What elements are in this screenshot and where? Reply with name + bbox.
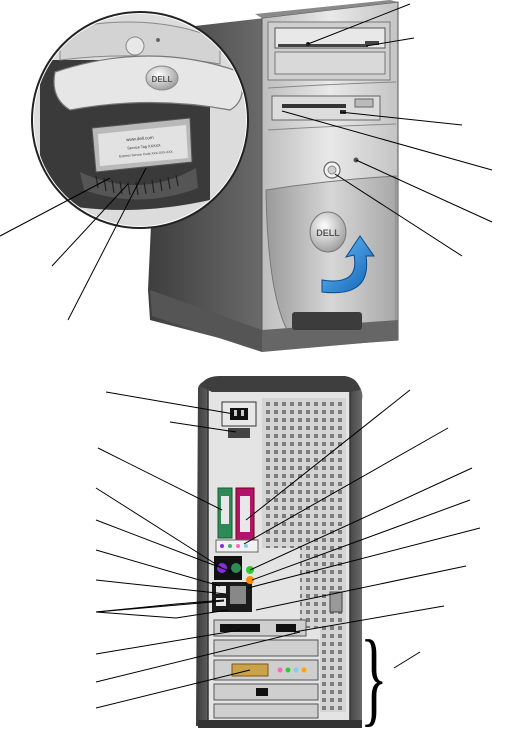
callout-network	[247, 527, 481, 589]
expansion-slot-5	[213, 703, 319, 719]
service-tag-line3: Express Service Code XXX-XXX-XXX	[119, 150, 174, 159]
service-tag-zoom-inset: DELL www.dell.com Service Tag XXXXX Expr…	[31, 11, 249, 229]
expansion-slot-2	[213, 639, 319, 657]
open-door-arrow-icon	[321, 235, 375, 294]
usb-connector-2	[216, 598, 226, 606]
card-slots-bracket: }	[360, 620, 388, 734]
callout-keyboard-connector	[95, 487, 223, 569]
cd-drive	[274, 27, 386, 49]
back-view	[196, 376, 363, 728]
callout-mouse-connector	[95, 519, 233, 573]
callout-service-tag	[67, 167, 147, 321]
ps2-connectors	[214, 556, 242, 580]
callout-expansion-right	[293, 605, 445, 633]
dell-logo-text: DELL	[316, 228, 340, 238]
front-callout-lines	[0, 3, 493, 321]
callout-line-out	[251, 499, 471, 581]
callout-cd-activity-light	[307, 3, 411, 45]
power-connector	[221, 401, 257, 438]
callout-line-in	[249, 467, 473, 571]
callout-floppy-drive	[281, 110, 493, 171]
service-tag-line1: www.dell.com	[126, 135, 154, 142]
usb-network-audio-block	[212, 566, 254, 612]
callout-zoom-1	[0, 177, 111, 237]
callout-expansion-2	[95, 631, 301, 683]
back-vent-middle	[300, 548, 346, 628]
callout-usb-upper	[95, 549, 221, 587]
padlock-ring	[329, 591, 343, 613]
callout-zoom-2	[51, 183, 129, 267]
back-vent-lower	[320, 628, 346, 712]
callout-voltage-switch	[169, 421, 237, 433]
usb-connector-1	[216, 586, 226, 594]
tower-foot-slot	[292, 312, 362, 330]
callout-serial-connector	[97, 447, 223, 511]
parallel-connector	[235, 487, 255, 543]
mouse-connector	[231, 563, 241, 573]
callout-power-button	[334, 173, 463, 257]
flap-logo-text: DELL	[152, 75, 173, 84]
callout-power-connector	[105, 391, 235, 415]
network-adapter	[230, 586, 246, 604]
service-tag-line2: Service Tag XXXXX	[127, 144, 161, 151]
callout-expansion-1	[95, 629, 241, 655]
callout-hd-light	[355, 159, 493, 223]
callout-parallel-connector	[245, 389, 411, 521]
service-tag-label: www.dell.com Service Tag XXXXX Express S…	[91, 117, 193, 173]
serial-connector	[217, 487, 233, 539]
callout-card-slots	[393, 651, 421, 669]
callout-usb-pair-b	[175, 599, 225, 605]
line-out-connector	[246, 576, 254, 584]
callout-usb-lower	[95, 579, 227, 595]
floppy-drive	[271, 95, 381, 121]
callout-floppy-light	[339, 111, 463, 126]
back-vent-upper	[262, 398, 346, 548]
callout-game-port	[95, 669, 251, 709]
callout-io-row	[243, 427, 449, 545]
cd-eject-button	[365, 41, 379, 45]
callout-usb-right	[255, 565, 467, 611]
dell-logo-badge: DELL	[309, 211, 347, 253]
back-callout-lines	[95, 389, 481, 709]
io-port-row	[215, 539, 259, 553]
voltage-selection-switch	[228, 428, 250, 438]
callout-cd-eject-button	[365, 37, 415, 47]
